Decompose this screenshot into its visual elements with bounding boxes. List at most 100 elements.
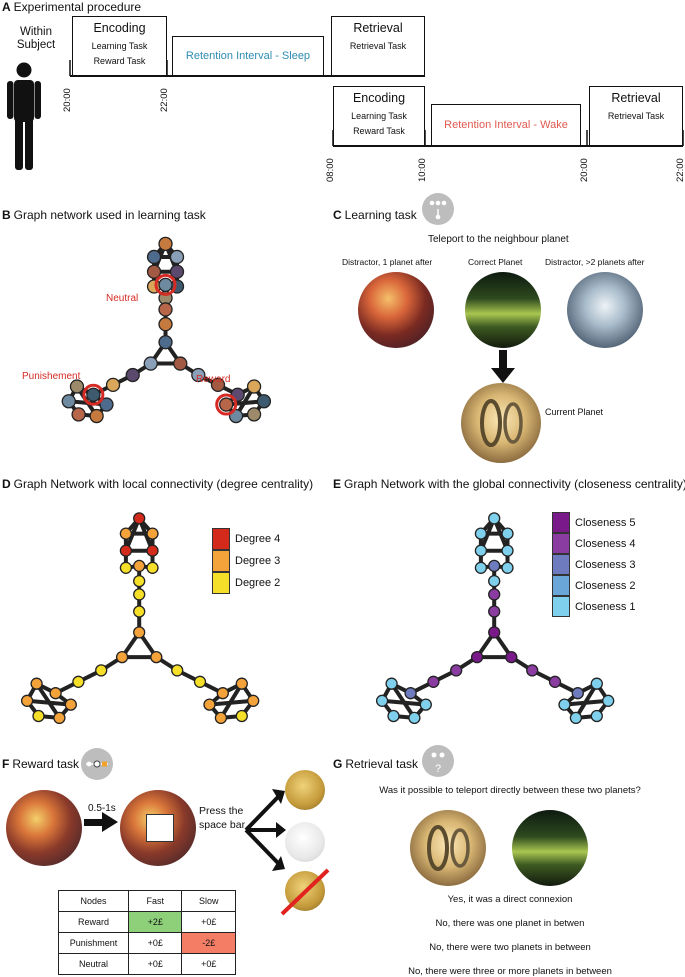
degree-graph (20, 512, 260, 725)
learning-node (158, 277, 173, 292)
reward-task-label: Reward Task (93, 56, 146, 66)
reward-label: Reward (196, 374, 231, 385)
closeness-node (558, 698, 571, 711)
tick-label: 08:00 (325, 158, 336, 182)
closeness-node (569, 711, 583, 725)
retrieval-task-label: Retrieval Task (607, 111, 665, 121)
table-row: Neutral +0£ +0£ (57, 953, 236, 975)
legend-swatch (552, 596, 570, 617)
learning-node (158, 335, 173, 350)
degree-node (133, 605, 146, 618)
punishment-label: Punishement (22, 371, 81, 382)
closeness-node (602, 694, 615, 707)
learning-node (89, 408, 104, 424)
degree-node (146, 527, 159, 540)
learning-node (146, 249, 162, 265)
answer-option[interactable]: No, there were two planets in between (429, 942, 591, 953)
closeness-node (488, 512, 501, 525)
arrow-down-icon (491, 350, 515, 383)
encoding-box-2: Encoding Learning Task Reward Task (333, 86, 425, 146)
encoding-title: Encoding (352, 91, 406, 105)
degree-node (119, 561, 133, 574)
closeness-node (450, 664, 463, 677)
closeness-node (470, 650, 484, 664)
sleep-label: Retention Interval - Sleep (185, 50, 311, 62)
closeness-node (488, 559, 501, 573)
wake-label: Retention Interval - Wake (444, 119, 568, 131)
sleep-interval-box: Retention Interval - Sleep (172, 36, 324, 76)
blank-coin-icon (285, 822, 325, 862)
tick-label: 22:00 (675, 158, 685, 182)
closeness-node (408, 711, 421, 725)
retrieval-box-2: Retrieval Retrieval Task (589, 86, 683, 146)
legend-swatch (552, 554, 570, 575)
closeness-node (488, 588, 501, 601)
tick-label: 20:00 (579, 158, 590, 182)
retrieval-planet-2 (512, 810, 588, 886)
encoding-title: Encoding (93, 21, 146, 35)
tick-label: 20:00 (62, 88, 73, 112)
retrieval-title: Retrieval (353, 21, 403, 35)
degree-node (64, 698, 77, 711)
legend-item: Degree 2 (212, 572, 280, 594)
degree-node (133, 512, 146, 525)
legend-swatch (552, 512, 570, 533)
legend-item: Closeness 1 (552, 596, 636, 617)
closeness-node (548, 675, 562, 688)
answer-option[interactable]: No, there were three or more planets in … (408, 966, 612, 977)
degree-node (32, 709, 45, 723)
reward-table: Nodes Fast Slow Reward +2£ +0£ Punishmen… (57, 890, 236, 975)
reward-planet-1 (6, 790, 82, 866)
legend-swatch (212, 572, 230, 594)
answer-option[interactable]: No, there was one planet in betwen (435, 918, 585, 929)
degree-node (203, 698, 216, 711)
branch-arrows-icon (244, 789, 286, 871)
learning-node (61, 394, 76, 409)
degree-node (146, 561, 159, 574)
closeness-node (526, 664, 539, 677)
degree-node (247, 694, 260, 707)
current-planet (461, 383, 541, 463)
closeness-node (488, 626, 501, 639)
legend-item: Closeness 2 (552, 575, 636, 596)
degree-node (150, 650, 163, 664)
closeness-graph (375, 512, 615, 725)
legend-item: Degree 4 (212, 528, 280, 550)
table-cell: Punishment (57, 932, 130, 954)
closeness-node (404, 687, 417, 700)
highlight-ring (215, 393, 238, 416)
learning-node (158, 317, 173, 332)
gold-coin-icon (285, 770, 325, 810)
closeness-node (590, 709, 603, 723)
answer-option[interactable]: Yes, it was a direct connexion (447, 894, 573, 905)
learning-node (69, 379, 85, 394)
distractor-planet-1 (358, 272, 434, 348)
timeline-axes (69, 60, 684, 147)
degree-node (72, 675, 85, 688)
option-label: Correct Planet (468, 257, 523, 267)
table-header: Slow (181, 890, 236, 912)
closeness-node (474, 527, 488, 540)
option-label: Distractor, >2 planets after (545, 257, 645, 267)
table-row: Punishment +0£ -2£ (57, 932, 236, 954)
learning-node (105, 377, 121, 393)
degree-node (30, 677, 43, 690)
learning-node (146, 264, 162, 279)
closeness-edge (380, 698, 428, 707)
degree-node (53, 711, 66, 725)
learning-node (219, 397, 234, 412)
degree-node (214, 711, 228, 725)
learning-node (246, 407, 262, 422)
table-cell: +0£ (128, 953, 183, 975)
degree-node (119, 544, 133, 557)
subject-label: Within Subject (16, 26, 56, 51)
degree-node (235, 709, 248, 723)
svg-text:?: ? (435, 763, 441, 775)
closeness-edge (562, 698, 611, 707)
arrow-right-icon (84, 812, 118, 832)
legend-swatch (212, 550, 230, 572)
legend-item: Closeness 5 (552, 512, 636, 533)
